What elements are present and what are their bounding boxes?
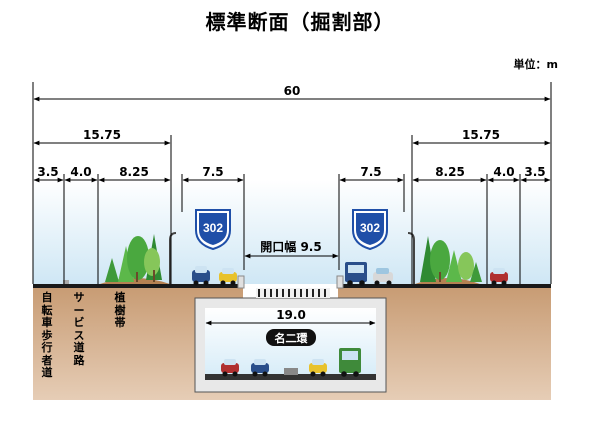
car-left-2 bbox=[219, 268, 237, 286]
label-service-road: サービス道路 bbox=[73, 291, 85, 367]
label-sidewalk: 自転車歩行者道 bbox=[41, 291, 53, 379]
car-left-1 bbox=[192, 266, 210, 286]
dim-right-sidewalk: 3.5 bbox=[524, 165, 545, 179]
dim-right-side: 15.75 bbox=[462, 128, 500, 142]
right-ground-line bbox=[338, 284, 551, 288]
left-trees bbox=[105, 234, 162, 282]
dim-right-service: 4.0 bbox=[493, 165, 514, 179]
dim-left-service: 4.0 bbox=[70, 165, 91, 179]
dim-left-side: 15.75 bbox=[83, 128, 121, 142]
diagram-title: 標準断面（掘割部） bbox=[205, 10, 395, 34]
dim-total: 60 bbox=[284, 84, 301, 98]
left-trench-wall bbox=[237, 275, 245, 289]
dim-opening: 開口幅 9.5 bbox=[260, 239, 321, 254]
tunnel-road bbox=[205, 374, 376, 380]
unit-label: 単位：m bbox=[513, 58, 558, 71]
route-shield-right-icon bbox=[352, 209, 388, 251]
dim-left-planting: 8.25 bbox=[119, 165, 149, 179]
dim-right-planting: 8.25 bbox=[435, 165, 465, 179]
dim-left-road: 7.5 bbox=[202, 165, 223, 179]
opening-grating bbox=[256, 288, 330, 298]
truck-right bbox=[345, 262, 367, 286]
car-right-service bbox=[490, 268, 508, 286]
right-trench-wall bbox=[336, 275, 344, 289]
dim-left-sidewalk: 3.5 bbox=[37, 165, 58, 179]
tunnel-car-3 bbox=[309, 359, 327, 377]
tunnel-car-2 bbox=[251, 359, 269, 377]
right-trees bbox=[420, 236, 482, 282]
car-right-2 bbox=[373, 268, 393, 286]
right-street-lamp bbox=[407, 232, 415, 284]
route-number-left: 302 bbox=[203, 221, 223, 235]
tunnel-name: 名二環 bbox=[275, 331, 309, 345]
car-left-service bbox=[63, 280, 69, 284]
tunnel-car-1 bbox=[221, 359, 239, 377]
tunnel-median bbox=[284, 368, 298, 375]
tunnel-name-badge bbox=[266, 329, 316, 346]
label-planting: 植樹帯 bbox=[114, 291, 126, 329]
route-shield-left-icon bbox=[195, 209, 231, 251]
dim-tunnel-width: 19.0 bbox=[276, 308, 306, 322]
tunnel-truck bbox=[339, 348, 361, 377]
dim-right-road: 7.5 bbox=[360, 165, 381, 179]
route-number-right: 302 bbox=[360, 221, 380, 235]
left-ground-line bbox=[33, 284, 243, 288]
ground-soil bbox=[33, 288, 551, 400]
